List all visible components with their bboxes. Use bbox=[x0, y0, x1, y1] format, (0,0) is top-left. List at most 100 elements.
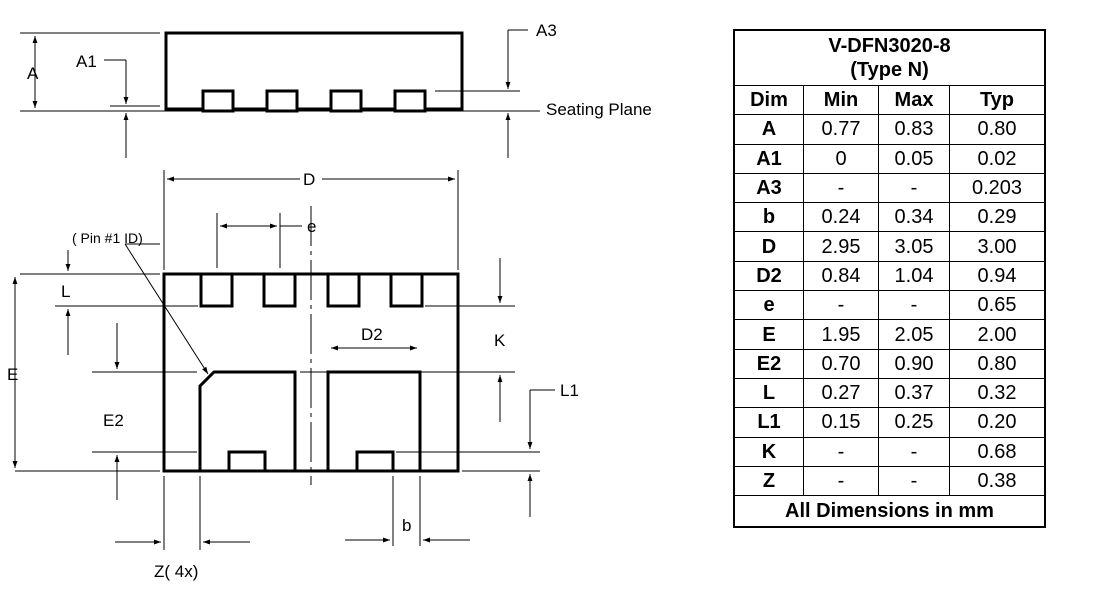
table-title-row: V-DFN3020-8 (Type N) bbox=[733, 29, 1046, 86]
cell-typ: 0.94 bbox=[949, 260, 1046, 292]
cell-min: 0.77 bbox=[803, 114, 879, 145]
header-max: Max bbox=[878, 84, 950, 116]
side-view-body bbox=[164, 31, 464, 111]
header-min: Min bbox=[803, 84, 879, 116]
bottom-pad bbox=[262, 274, 297, 308]
label-L: L bbox=[61, 282, 70, 301]
cell-dim: A bbox=[733, 114, 804, 145]
cell-max: 0.37 bbox=[878, 377, 950, 409]
bottom-pad bbox=[199, 274, 234, 308]
exposed-pad-right bbox=[326, 370, 422, 471]
side-view-lead bbox=[201, 89, 235, 113]
cell-dim: e bbox=[733, 290, 804, 321]
label-seating-plane: Seating Plane bbox=[546, 100, 652, 119]
cell-typ: 0.20 bbox=[949, 407, 1046, 438]
cell-max: - bbox=[878, 172, 950, 204]
cell-min: 0.24 bbox=[803, 202, 879, 233]
cell-min: 0.70 bbox=[803, 348, 879, 379]
side-view-lead bbox=[329, 89, 363, 113]
cell-max: - bbox=[878, 290, 950, 321]
cell-typ: 0.68 bbox=[949, 436, 1046, 467]
side-view bbox=[20, 29, 540, 158]
bottom-pad bbox=[227, 450, 267, 471]
bottom-pad bbox=[326, 274, 361, 308]
cell-dim: A3 bbox=[733, 172, 804, 204]
label-e: e bbox=[307, 217, 316, 236]
cell-typ: 0.32 bbox=[949, 377, 1046, 409]
label-L1: L1 bbox=[560, 381, 579, 400]
cell-min: - bbox=[803, 436, 879, 467]
cell-min: 2.95 bbox=[803, 231, 879, 262]
cell-min: - bbox=[803, 172, 879, 204]
cell-max: 1.04 bbox=[878, 260, 950, 292]
side-view-lead bbox=[393, 89, 427, 113]
table-title-line2: (Type N) bbox=[850, 59, 929, 81]
label-E: E bbox=[7, 365, 18, 384]
cell-min: 0.27 bbox=[803, 377, 879, 409]
table-title-line1: V-DFN3020-8 bbox=[828, 35, 951, 57]
bottom-pad bbox=[389, 274, 424, 308]
table-footer: All Dimensions in mm bbox=[733, 495, 1046, 528]
bottom-pad bbox=[355, 450, 395, 471]
cell-dim: K bbox=[733, 436, 804, 467]
dimension-labels: A A1 A3 Seating Plane D e ( Pin #1 ID) L… bbox=[7, 21, 652, 581]
cell-typ: 2.00 bbox=[949, 319, 1046, 350]
cell-dim: E bbox=[733, 319, 804, 350]
cell-dim: L1 bbox=[733, 407, 804, 438]
cell-max: 0.34 bbox=[878, 202, 950, 233]
cell-dim: A1 bbox=[733, 143, 804, 174]
label-D: D bbox=[303, 170, 315, 189]
cell-dim: D2 bbox=[733, 260, 804, 292]
label-A: A bbox=[27, 64, 39, 83]
cell-typ: 0.29 bbox=[949, 202, 1046, 233]
cell-typ: 0.38 bbox=[949, 465, 1046, 497]
label-E2: E2 bbox=[103, 411, 124, 430]
cell-max: - bbox=[878, 465, 950, 497]
cell-max: - bbox=[878, 436, 950, 467]
table-row: Z--0.38 bbox=[733, 465, 1046, 497]
cell-dim: b bbox=[733, 202, 804, 233]
label-b: b bbox=[402, 516, 411, 535]
cell-min: 0.84 bbox=[803, 260, 879, 292]
cell-max: 0.25 bbox=[878, 407, 950, 438]
cell-max: 3.05 bbox=[878, 231, 950, 262]
exposed-pad-left bbox=[198, 370, 297, 471]
label-A3: A3 bbox=[536, 21, 557, 40]
cell-dim: D bbox=[733, 231, 804, 262]
bottom-view bbox=[12, 170, 555, 550]
header-dim: Dim bbox=[733, 84, 804, 116]
label-pin1-id: ( Pin #1 ID) bbox=[72, 230, 143, 246]
cell-max: 0.90 bbox=[878, 348, 950, 379]
table-row: A3--0.203 bbox=[733, 172, 1046, 204]
cell-min: 1.95 bbox=[803, 319, 879, 350]
header-typ: Typ bbox=[949, 84, 1046, 116]
cell-dim: L bbox=[733, 377, 804, 409]
cell-typ: 0.80 bbox=[949, 348, 1046, 379]
table-footer-row: All Dimensions in mm bbox=[733, 495, 1046, 528]
cell-min: 0.15 bbox=[803, 407, 879, 438]
side-view-lead bbox=[265, 89, 299, 113]
label-K: K bbox=[494, 331, 506, 350]
cell-max: 0.05 bbox=[878, 143, 950, 174]
cell-typ: 0.203 bbox=[949, 172, 1046, 204]
cell-min: - bbox=[803, 465, 879, 497]
cell-typ: 0.02 bbox=[949, 143, 1046, 174]
cell-max: 2.05 bbox=[878, 319, 950, 350]
cell-dim: E2 bbox=[733, 348, 804, 379]
cell-dim: Z bbox=[733, 465, 804, 497]
table-row: e--0.65 bbox=[733, 290, 1046, 321]
table-header-row: Dim Min Max Typ bbox=[733, 84, 1046, 116]
cell-typ: 3.00 bbox=[949, 231, 1046, 262]
table-row: K--0.68 bbox=[733, 436, 1046, 467]
cell-max: 0.83 bbox=[878, 114, 950, 145]
